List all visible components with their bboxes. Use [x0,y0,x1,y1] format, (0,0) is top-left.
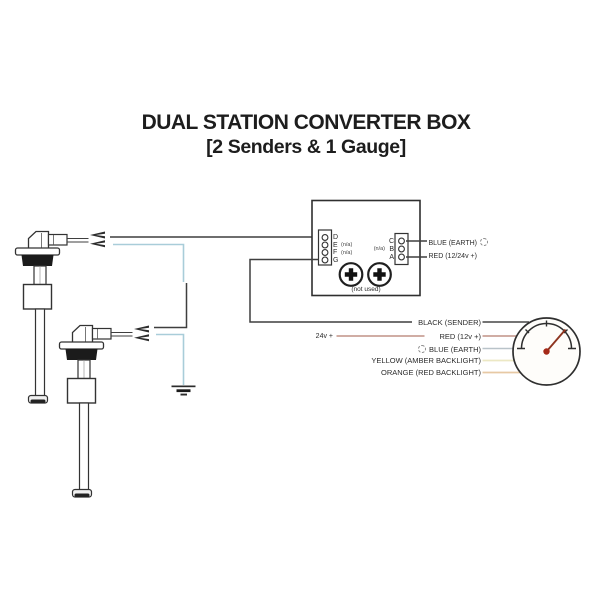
terminal-label-d: D [333,234,339,241]
box-output-red-label: RED (12/24v +) [428,253,477,260]
wire-sender2-earth-blue [156,333,185,385]
terminal-label-c: C [388,237,394,245]
supply-24v-label: 24v + [315,332,333,340]
terminal-hole-e [321,241,329,249]
earth-ground-icon [171,385,196,396]
terminal-label-e: E [333,241,338,249]
terminal-label-b: B [389,245,394,253]
gauge-wire-blue-earth-text: BLUE (EARTH) [429,344,481,354]
terminal-hole-a [398,253,405,261]
terminal-note-e-na: (n/a) [341,242,353,248]
terminal-hole-b [398,245,405,253]
terminal-label-g: G [333,256,339,264]
wire-sender2-signal [154,283,188,329]
gauge-wire-label-red-12v: RED (12v +) [439,331,481,341]
wire-sender1-earth-blue [113,243,185,282]
gauge-wire-label-blue-earth: BLUE (EARTH) [418,344,481,354]
terminal-hole-f [321,249,329,256]
diagram-subtitle: [2 Senders & 1 Gauge] [206,136,406,158]
ring-terminal-icon [418,344,427,353]
terminal-block-left [317,229,333,266]
terminal-hole-g [321,256,329,264]
wire-gauge-sender-run [249,258,412,323]
fuel-sender-2 [58,324,150,498]
diagram-title: DUAL STATION CONVERTER BOX [141,111,471,134]
screw-icon-left [338,262,364,287]
terminal-note-b-na: (n/a) [373,246,385,252]
gauge-wire-label-orange-backlight: ORANGE (RED BACKLIGHT) [380,367,481,377]
gauge-needle [545,328,567,353]
box-output-blue-earth-label: BLUE (EARTH) [428,237,488,248]
screw-icon-right [367,262,392,287]
gauge-needle-hub [543,348,550,355]
terminal-note-f-na: (n/a) [341,249,353,256]
ring-terminal-icon [480,237,488,246]
gauge-ticks [525,320,568,334]
screws-not-used-caption: (not used) [351,285,381,293]
gauge-wire-label-yellow-backlight: YELLOW (AMBER BACKLIGHT) [371,355,481,365]
terminal-block-right [394,232,409,266]
terminal-label-a: A [389,253,394,261]
terminal-hole-c [398,237,405,245]
fuel-sender-1 [14,230,106,404]
gauge-face [512,317,581,386]
box-output-blue-earth-text: BLUE (EARTH) [428,239,478,247]
terminal-label-f: F [333,249,338,256]
terminal-hole-d [321,234,329,241]
gauge-wire-label-black-sender: BLACK (SENDER) [418,317,481,327]
